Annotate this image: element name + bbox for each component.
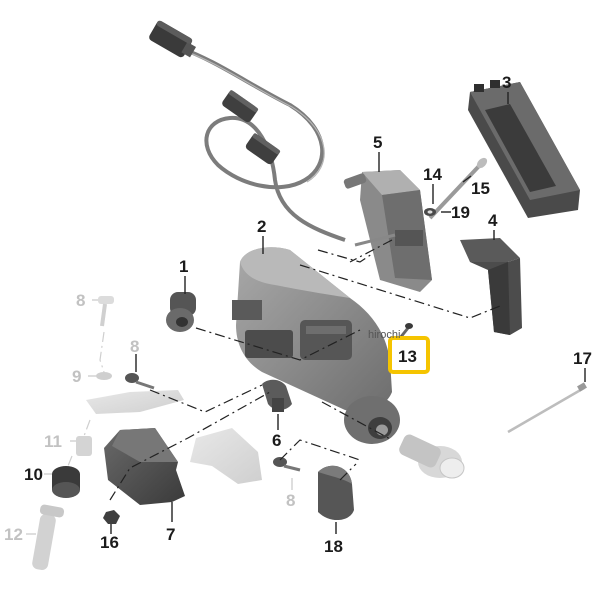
part-13-screw	[398, 323, 413, 339]
part-16-nut	[103, 510, 120, 524]
callout-14: 14	[423, 165, 442, 184]
callout-6: 6	[272, 431, 281, 450]
part-8-screw-bottom	[273, 457, 301, 472]
callout-19: 19	[451, 203, 470, 222]
callout-15: 15	[471, 179, 490, 198]
callout-12: 12	[4, 525, 23, 544]
faded-parts	[32, 296, 262, 571]
callout-17: 17	[573, 349, 592, 368]
callout-18: 18	[324, 537, 343, 556]
part-2-main-unit	[232, 247, 400, 444]
callout-13: 13	[398, 347, 417, 366]
part-1-plug	[166, 292, 196, 332]
highlight-box-13	[388, 336, 430, 374]
callout-9: 9	[72, 367, 81, 386]
callouts: 1 2 3 4 5 6 7 8 8 8 9 10 11 12 13 14 15 …	[4, 73, 592, 556]
callout-5: 5	[373, 133, 382, 152]
callout-11: 11	[44, 432, 62, 451]
assembly-lines	[67, 239, 501, 501]
part-3-cradle-plate	[468, 80, 580, 218]
part-4-bracket	[460, 238, 522, 335]
callout-7: 7	[166, 525, 175, 544]
part-8-screw-center	[125, 373, 155, 390]
part-18-grip	[318, 465, 354, 521]
callout-8-bottom: 8	[286, 491, 295, 510]
callout-2: 2	[257, 217, 266, 236]
part-6-clamp	[262, 379, 292, 412]
part-7-block	[104, 428, 185, 505]
part-15-screw	[428, 157, 488, 220]
part-17-cable-tie	[507, 382, 587, 434]
part-19-washer	[424, 208, 436, 216]
watermark-text: hirochi	[368, 329, 400, 341]
callout-8-top: 8	[76, 291, 85, 310]
callout-16: 16	[100, 533, 119, 552]
callout-4: 4	[488, 211, 498, 230]
cap-light	[399, 434, 465, 479]
part-5-cradle-holder	[343, 170, 432, 292]
callout-10: 10	[24, 465, 43, 484]
callout-1: 1	[179, 257, 188, 276]
callout-3: 3	[502, 73, 511, 92]
callout-8-center: 8	[130, 337, 139, 356]
cable-harness	[149, 20, 346, 242]
